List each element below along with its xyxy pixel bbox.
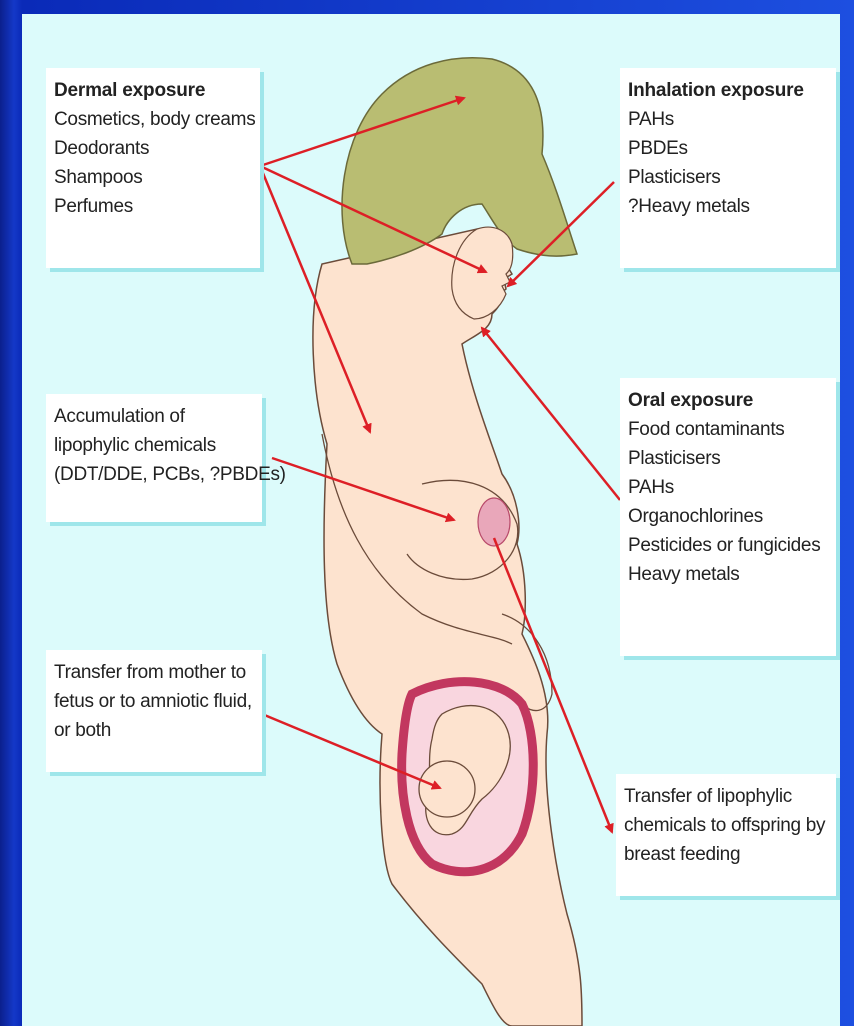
inhalation-item: PAHs: [628, 105, 826, 134]
figure-panel: Dermal exposure Cosmetics, body creams D…: [22, 14, 840, 1026]
dermal-item: Shampoos: [54, 163, 250, 192]
transfer-fetus-line: fetus or to amniotic fluid,: [54, 687, 252, 716]
oral-item: Heavy metals: [628, 560, 826, 589]
oral-item: Food contaminants: [628, 415, 826, 444]
dermal-item: Perfumes: [54, 192, 250, 221]
transfer-breast-box: Transfer of lipophylic chemicals to offs…: [616, 774, 836, 896]
accumulation-line: lipophylic chemicals: [54, 431, 252, 460]
inhalation-exposure-box: Inhalation exposure PAHs PBDEs Plasticis…: [620, 68, 836, 268]
oral-item: Pesticides or fungicides: [628, 531, 826, 560]
inhalation-exposure-heading: Inhalation exposure: [628, 76, 826, 105]
inhalation-item: Plasticisers: [628, 163, 826, 192]
fetus-head: [419, 761, 475, 817]
inhalation-item: ?Heavy metals: [628, 192, 826, 221]
dermal-item: Cosmetics, body creams: [54, 105, 250, 134]
transfer-breast-line: chemicals to offspring by: [624, 811, 826, 840]
oral-exposure-box: Oral exposure Food contaminants Plastici…: [620, 378, 836, 656]
transfer-fetus-line: Transfer from mother to: [54, 658, 252, 687]
transfer-fetus-box: Transfer from mother to fetus or to amni…: [46, 650, 262, 772]
inhalation-item: PBDEs: [628, 134, 826, 163]
oral-item: Plasticisers: [628, 444, 826, 473]
accumulation-box: Accumulation of lipophylic chemicals (DD…: [46, 394, 262, 522]
accumulation-line: Accumulation of: [54, 402, 252, 431]
body-silhouette: [313, 229, 582, 1026]
transfer-breast-line: Transfer of lipophylic: [624, 782, 826, 811]
dermal-item: Deodorants: [54, 134, 250, 163]
oral-item: PAHs: [628, 473, 826, 502]
transfer-fetus-line: or both: [54, 716, 252, 745]
dermal-exposure-heading: Dermal exposure: [54, 76, 250, 105]
oral-item: Organochlorines: [628, 502, 826, 531]
dermal-exposure-box: Dermal exposure Cosmetics, body creams D…: [46, 68, 260, 268]
transfer-breast-line: breast feeding: [624, 840, 826, 869]
oral-exposure-heading: Oral exposure: [628, 386, 826, 415]
accumulation-line: (DDT/DDE, PCBs, ?PBDEs): [54, 460, 252, 489]
